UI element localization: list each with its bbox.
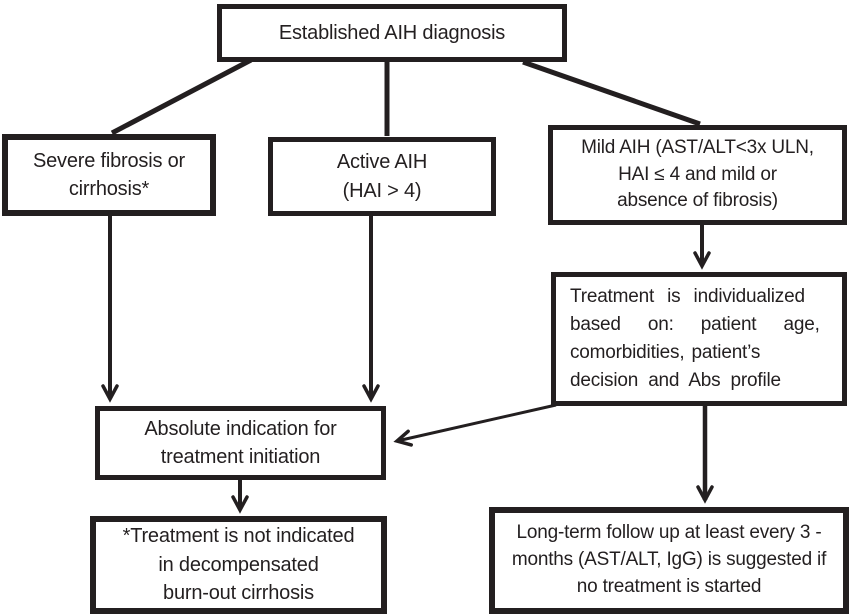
node-text-line: Severe fibrosis or	[32, 149, 185, 172]
node-text-line: absence of fibrosis)	[617, 190, 778, 212]
node-burnout-cirrhosis-footnote: *Treatment is not indicated in decompens…	[90, 516, 387, 614]
node-text-line: decision and Abs profile	[570, 370, 781, 392]
node-text-line: (HAI > 4)	[342, 179, 422, 202]
node-text-line: *Treatment is not indicated	[122, 525, 355, 548]
node-text-line: HAI ≤ 4 and mild or	[618, 163, 777, 185]
node-text-line: Active AIH	[336, 151, 428, 174]
node-active-aih: Active AIH (HAI > 4)	[268, 137, 496, 216]
node-text-line: Treatment is individualized	[570, 285, 805, 307]
node-text-line: based on: patient age,	[570, 313, 820, 335]
node-text-line: in decompensated	[158, 553, 319, 576]
node-text-line: treatment initiation	[160, 446, 321, 468]
node-text-line: burn-out cirrhosis	[163, 582, 314, 605]
node-individualized-treatment: Treatment is individualized based on: pa…	[551, 272, 847, 406]
node-longterm-followup: Long-term follow up at least every 3 - m…	[489, 507, 849, 614]
node-text-line: comorbidities, patient’s	[570, 342, 761, 363]
node-absolute-indication: Absolute indication for treatment initia…	[95, 406, 386, 480]
node-text-line: cirrhosis*	[68, 178, 150, 200]
node-text-line: Mild AIH (AST/ALT<3x ULN,	[581, 136, 814, 158]
connector-established-to-severe	[110, 57, 253, 136]
node-established-aih-diagnosis: Established AIH diagnosis	[217, 4, 567, 62]
node-text-line: Absolute indication for	[144, 417, 337, 440]
node-severe-fibrosis-cirrhosis: Severe fibrosis or cirrhosis*	[2, 134, 216, 216]
node-text-line: no treatment is started	[576, 575, 762, 597]
node-text-line: Long-term follow up at least every 3 -	[516, 522, 822, 544]
arrow-individualized-to-absolute	[393, 403, 557, 447]
connector-established-to-mild	[522, 59, 701, 127]
node-text-line: months (AST/ALT, IgG) is suggested if	[511, 549, 827, 571]
node-text-line: Established AIH diagnosis	[278, 21, 506, 44]
node-mild-aih: Mild AIH (AST/ALT<3x ULN, HAI ≤ 4 and mi…	[548, 125, 847, 225]
